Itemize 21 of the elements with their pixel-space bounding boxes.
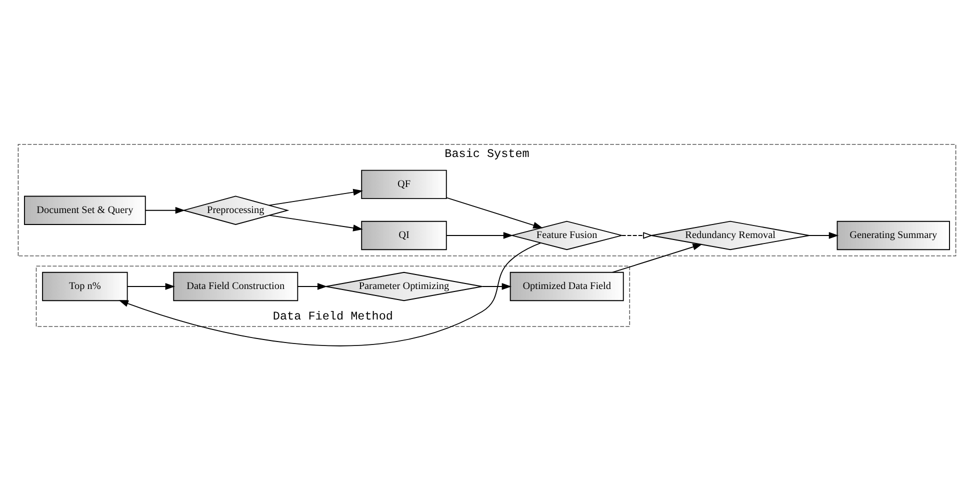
arrow [808,232,839,238]
arrow [118,242,542,346]
node-diamond: Preprocessing [182,195,290,224]
node-box: Optimized Data Field [510,271,624,301]
node-box: Generating Summary [836,220,950,250]
arrow [446,196,543,228]
arrow [127,282,176,290]
node-diamond: Parameter Optimizing [325,271,482,301]
node-box: QF [361,169,447,199]
arrow [446,232,514,238]
node-box: Top n% [42,271,128,301]
arrow [297,282,328,290]
arrow [482,282,512,290]
node-box: QI [361,220,447,250]
node-box: Document Set & Query [24,195,146,224]
node-box: Data Field Construction [173,271,298,301]
arrow [622,232,653,238]
arrow [612,243,702,272]
arrow [145,206,186,214]
arrow [268,214,363,231]
arrow [268,188,363,206]
